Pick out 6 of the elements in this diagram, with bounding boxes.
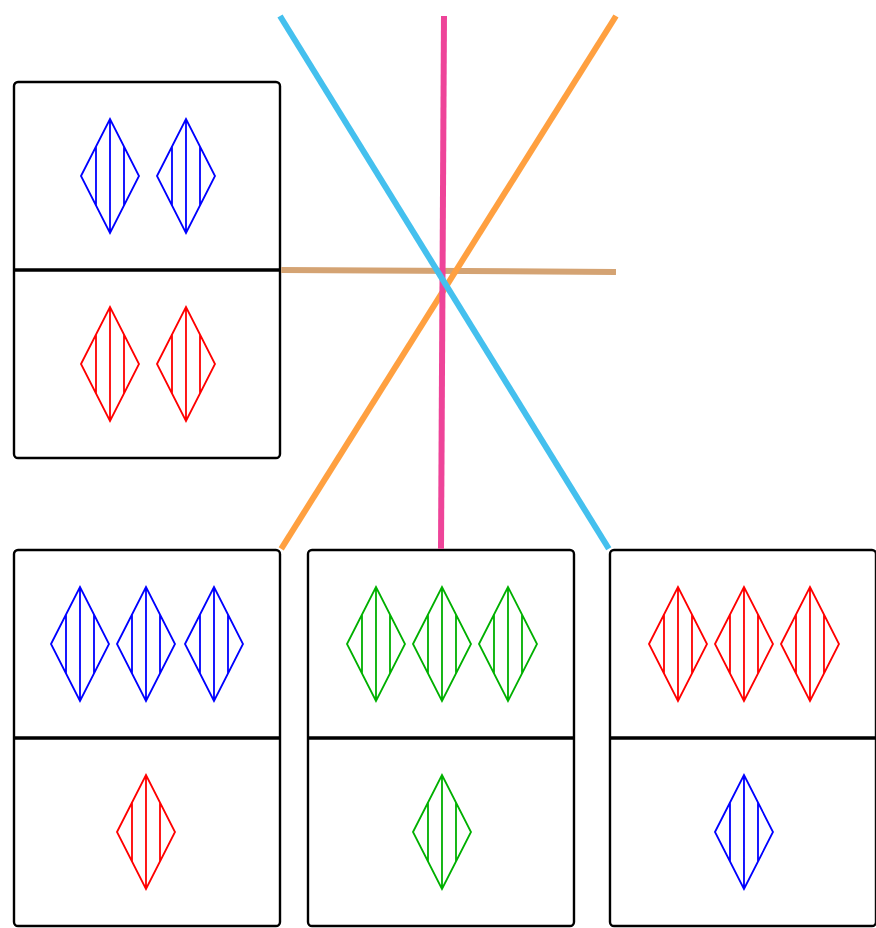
card [306, 548, 576, 928]
card [608, 548, 876, 928]
card [12, 548, 282, 928]
line [438, 16, 447, 549]
card [12, 80, 282, 460]
line [281, 267, 616, 275]
